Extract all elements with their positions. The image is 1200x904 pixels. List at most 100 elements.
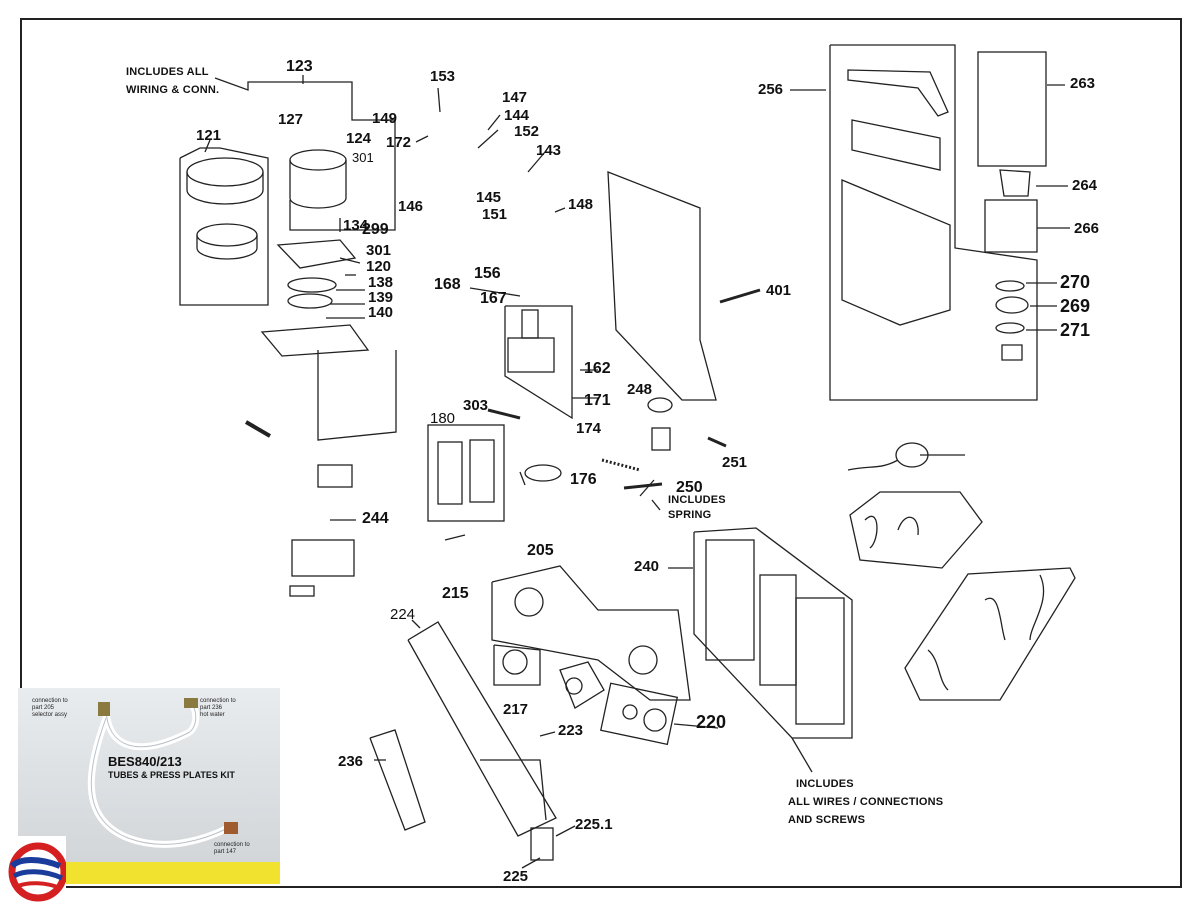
part-number: 167 [480, 290, 507, 307]
part-205-knob [628, 645, 658, 675]
part-number: 168 [434, 276, 461, 293]
part-wire-b [897, 516, 919, 536]
group-240-outline [693, 527, 853, 739]
part-number: 171 [584, 392, 611, 409]
leader-144 [487, 114, 501, 131]
group-121-outline [179, 147, 269, 306]
part-220-knob [643, 708, 667, 732]
leader-224 [411, 619, 421, 629]
measuring-tape [18, 862, 280, 884]
part-number: 263 [1070, 75, 1096, 92]
tube-lower-edge [90, 717, 229, 845]
caption-line: connection to [214, 842, 250, 848]
part-121-ring-lower-body [196, 235, 258, 260]
part-217-cam [565, 677, 583, 695]
part-number: 120 [366, 258, 392, 275]
part-wire-a [864, 515, 878, 549]
group-162-outline [504, 305, 573, 420]
part-number: 174 [576, 420, 602, 437]
part-number: 153 [430, 68, 456, 85]
caption-line: part 205 [32, 705, 55, 711]
part-205-selector [514, 587, 544, 617]
part-number: 172 [386, 134, 412, 151]
part-number: 149 [372, 110, 398, 127]
part-256-tank [841, 179, 951, 326]
brand-logo [0, 836, 66, 902]
part-271-oring [995, 322, 1025, 334]
part-120-plate [276, 239, 357, 269]
part-number: 250 [676, 479, 703, 496]
part-number: 271 [1060, 320, 1091, 340]
tube-upper-edge [105, 702, 197, 748]
part-303-hose [487, 408, 521, 420]
part-number: 220 [696, 712, 727, 732]
part-number: 251 [722, 454, 748, 471]
tubes-kit-photo: connection to part 205 selector assy con… [18, 688, 280, 884]
part-number: 145 [476, 189, 502, 206]
part-number: 121 [196, 127, 222, 144]
note-line: WIRING & CONN. [126, 84, 220, 96]
leader-225 [521, 857, 541, 869]
part-256-lid [851, 119, 941, 171]
part-215-dial [502, 649, 528, 675]
leader-143 [527, 151, 546, 173]
part-number: 127 [278, 111, 304, 128]
tube-fitting [98, 702, 110, 716]
part-number: 176 [570, 471, 597, 488]
part-spring [601, 458, 641, 472]
note-line: INCLUDES [668, 494, 726, 506]
part-wire-d [1029, 574, 1045, 641]
part-number: 151 [482, 206, 508, 223]
part-number: 301 [352, 150, 374, 165]
part-number: 248 [627, 381, 653, 398]
part-121-ring-lower [196, 223, 258, 247]
group-266-outline [984, 199, 1038, 253]
part-number: 269 [1060, 296, 1091, 316]
part-number: 225.1 [575, 816, 613, 833]
leader-168 [469, 287, 521, 297]
part-270-oring [995, 280, 1025, 292]
part-number: 123 [286, 58, 313, 75]
part-wire-c [984, 597, 1006, 641]
part-269-nut [995, 296, 1029, 314]
part-number: 180 [430, 410, 456, 427]
part-264-cap [999, 169, 1031, 197]
part-number: 139 [368, 289, 394, 306]
note-line: INCLUDES ALL [126, 66, 209, 78]
leader-spring [651, 499, 661, 511]
part-number: 215 [442, 585, 469, 602]
part-number: 236 [338, 753, 364, 770]
note-line: INCLUDES [796, 778, 854, 790]
part-wire-e [927, 649, 949, 691]
part-256-handle [847, 69, 949, 117]
part-176-valve [524, 464, 562, 482]
group-263-outline [977, 51, 1047, 167]
caption-line: part 236 [200, 705, 223, 711]
group-256-outline [829, 44, 1038, 401]
part-224-tube [480, 759, 547, 821]
part-power-plug [895, 442, 929, 468]
part-number: 256 [758, 81, 784, 98]
caption-line: hot water [200, 712, 225, 718]
note-line: SPRING [668, 509, 712, 521]
group-224-outline [407, 621, 557, 837]
leader-2251 [555, 825, 576, 837]
photo-caption: connection to part 147 [214, 842, 250, 856]
part-123-heater-top [289, 149, 347, 171]
part-250-lever [623, 482, 663, 490]
tube-fitting [184, 698, 198, 708]
part-number: 152 [514, 123, 540, 140]
part-225-plate [530, 827, 554, 861]
part-power-cord [847, 459, 899, 471]
part-248 [647, 397, 673, 413]
diagram-frame [20, 18, 1182, 888]
chassis-frame [317, 350, 397, 441]
group-205-outline [491, 565, 691, 701]
part-123-heater-body [289, 160, 347, 209]
group-wires-b-outline [904, 567, 1076, 701]
part-number: 146 [398, 198, 424, 215]
part-180-right [469, 439, 495, 503]
part-number: 162 [584, 360, 611, 377]
leader-121 [204, 139, 211, 153]
